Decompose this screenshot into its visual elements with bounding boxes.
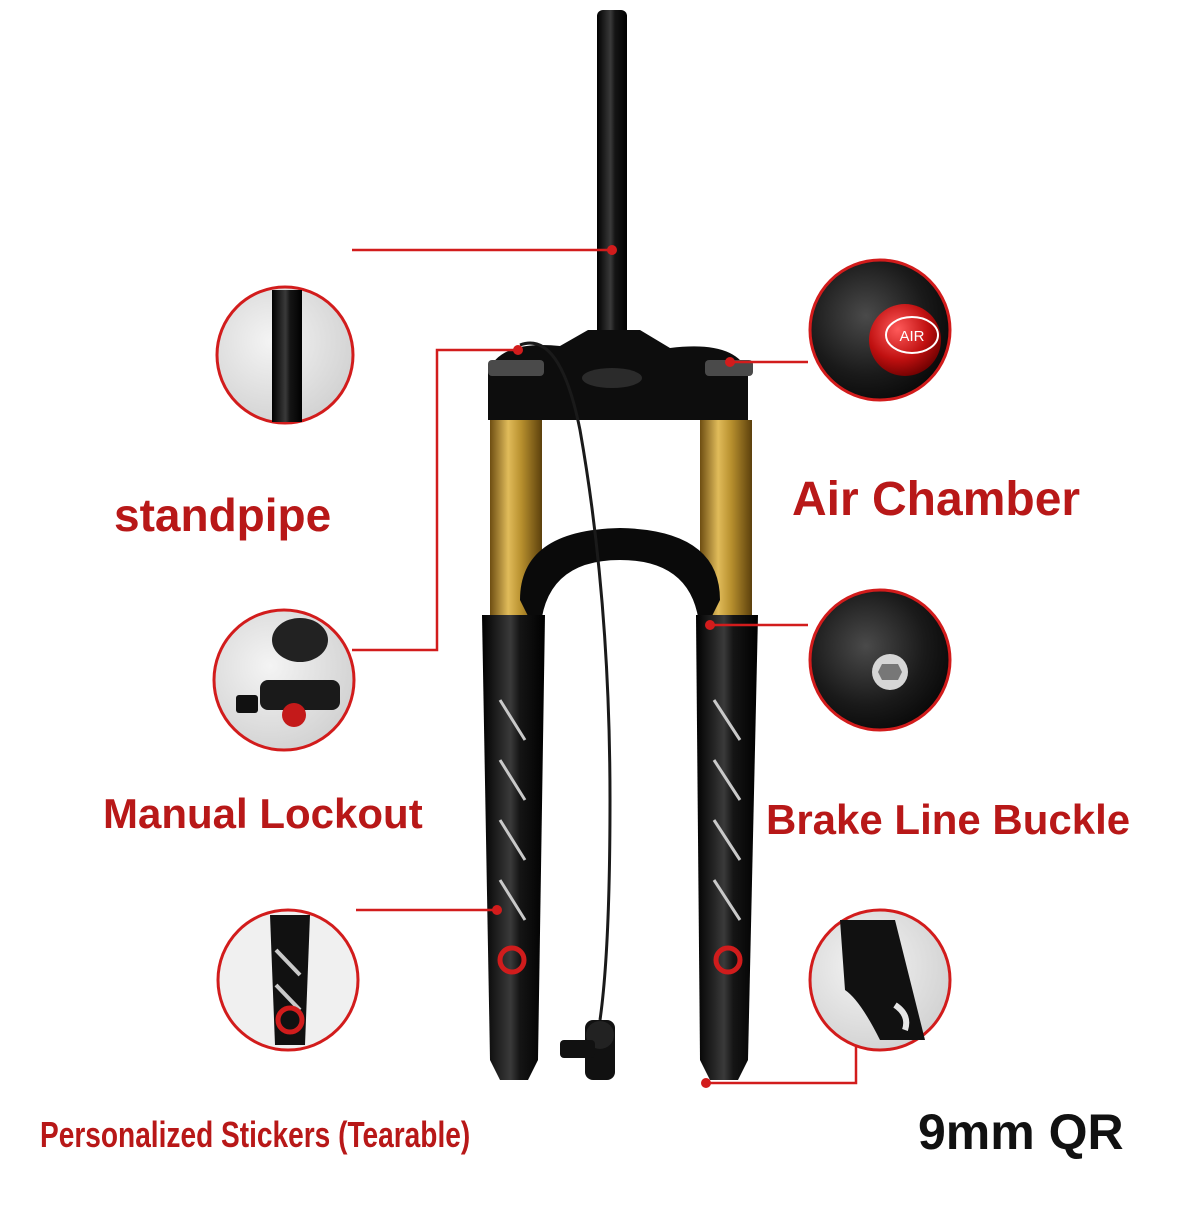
- label-manual-lockout: Manual Lockout: [103, 790, 423, 837]
- label-brake-line-buckle: Brake Line Buckle: [766, 796, 1131, 843]
- label-personalized-stickers: Personalized Stickers (Tearable): [40, 1114, 471, 1155]
- detail-standpipe-circle: [215, 285, 355, 425]
- fork-decals: [498, 699, 742, 921]
- detail-manual-lockout-circle: [212, 608, 356, 752]
- detail-brake-line-buckle-circle: [808, 588, 952, 732]
- label-air-chamber: Air Chamber: [792, 473, 1081, 526]
- fork-arch: [520, 528, 720, 640]
- steerer-tube: [597, 10, 627, 350]
- air-cap-text: AIR: [899, 328, 924, 345]
- detail-air-chamber-circle: AIR: [808, 258, 952, 402]
- lockout-cable: [519, 341, 612, 1021]
- left-lower-leg: [482, 615, 545, 1080]
- label-9mm-qr: 9mm QR: [918, 1104, 1124, 1160]
- label-standpipe: standpipe: [114, 489, 332, 541]
- remote-lever: [560, 1020, 615, 1080]
- detail-qr-dropout-circle: [808, 908, 952, 1052]
- detail-stickers-circle: [216, 908, 360, 1052]
- right-lower-leg: [696, 615, 758, 1080]
